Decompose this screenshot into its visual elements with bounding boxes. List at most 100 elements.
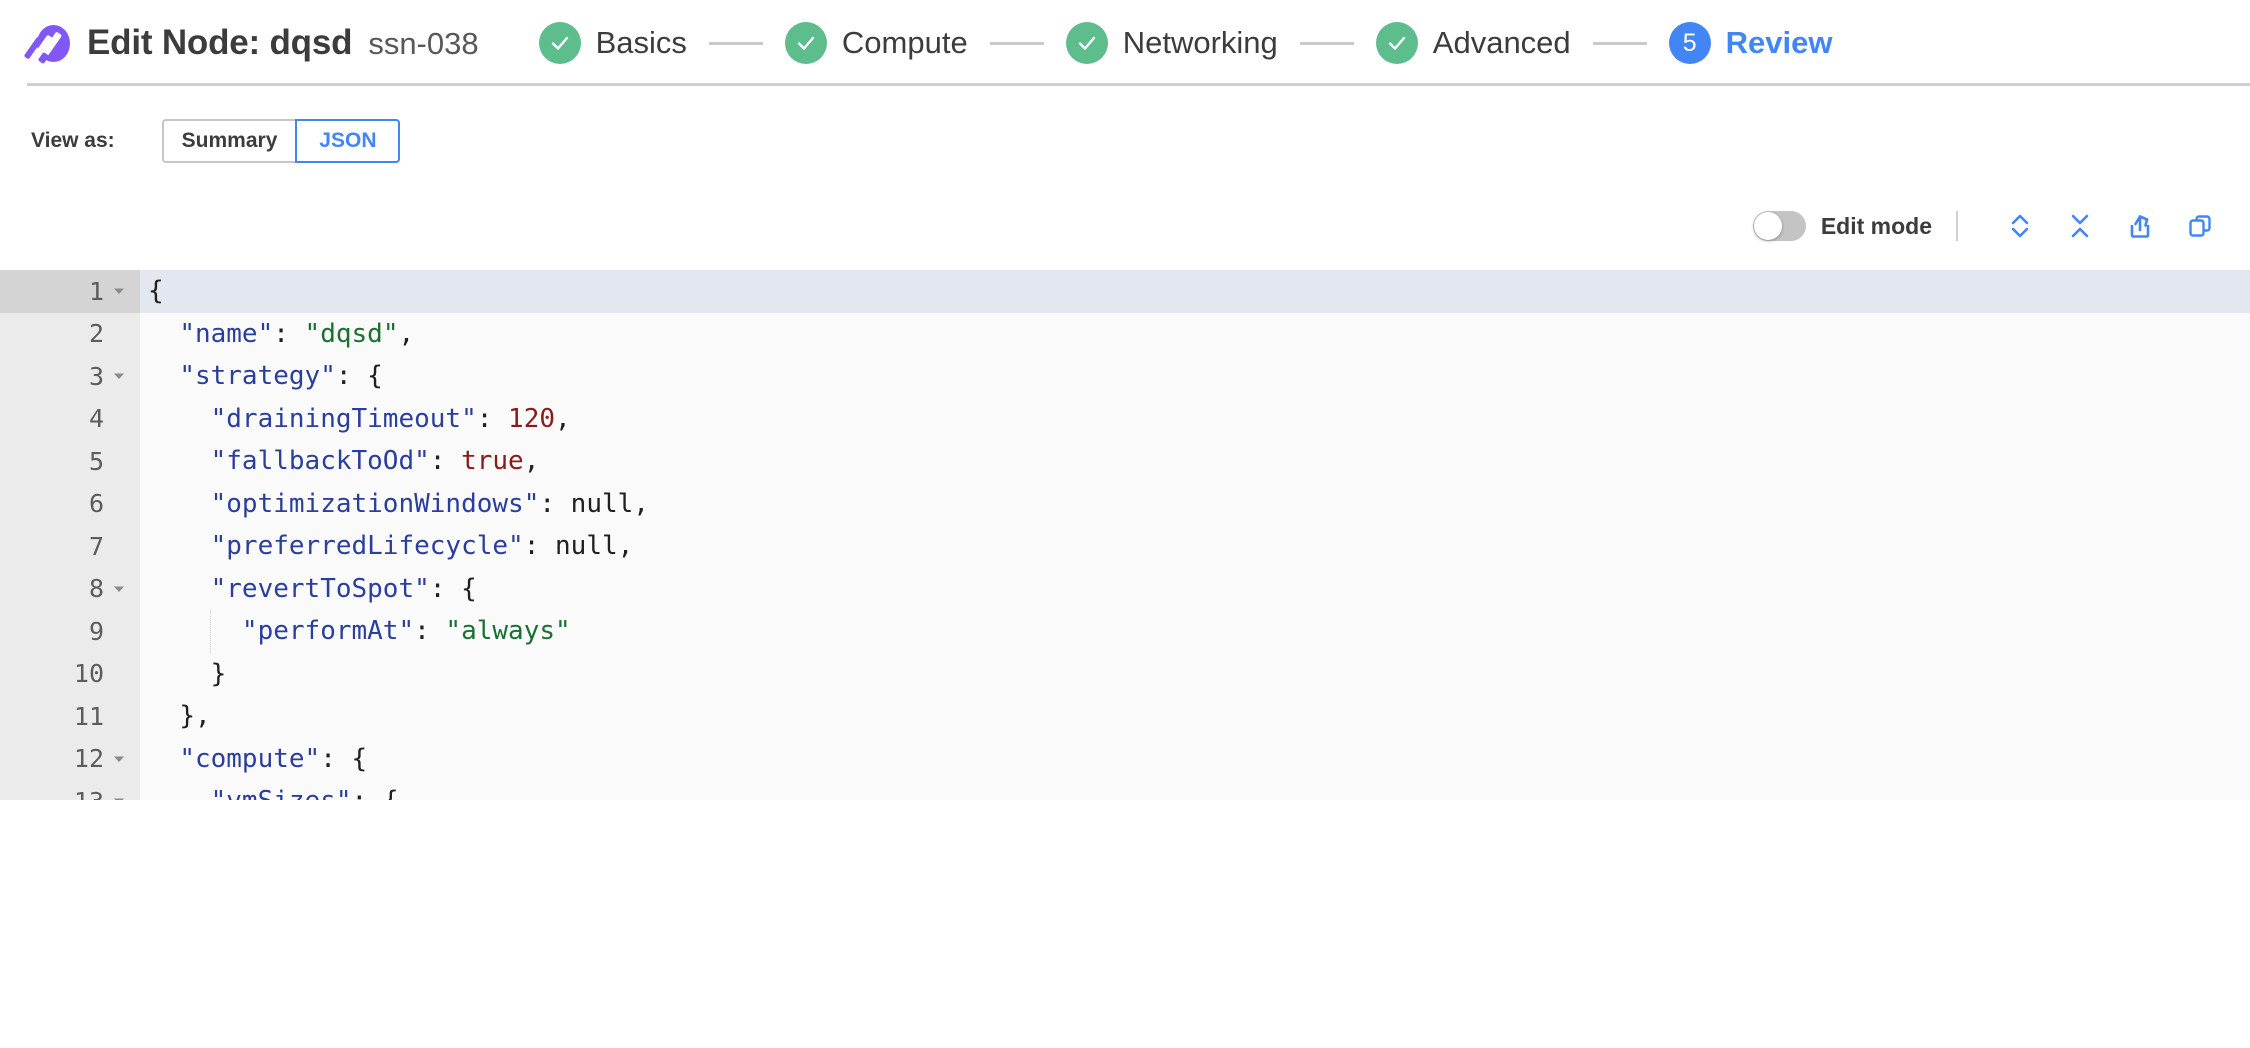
code-line[interactable]: 12 "compute": { — [0, 737, 2250, 781]
json-token-num: 120 — [508, 403, 556, 434]
code-line-text[interactable]: "compute": { — [140, 738, 2250, 781]
view-as-row: View as: Summary JSON — [0, 86, 2250, 163]
json-token-key: "revertToSpot" — [210, 573, 430, 604]
json-token-plain — [148, 661, 211, 687]
page-title: Edit Node: dqsd ssn-038 — [87, 23, 479, 63]
code-line[interactable]: 11 }, — [0, 695, 2250, 738]
json-token-plain — [148, 321, 179, 347]
edit-mode-toggle-knob — [1753, 212, 1782, 240]
copy-button[interactable] — [2178, 207, 2222, 245]
code-line[interactable]: 5 "fallbackToOd": true, — [0, 440, 2250, 483]
step-connector-2 — [989, 41, 1044, 45]
json-token-punct: : — [539, 488, 571, 519]
step-review-label: Review — [1725, 25, 1833, 60]
check-icon — [551, 36, 568, 50]
json-token-punct: , — [398, 318, 415, 349]
line-number: 1 — [88, 276, 104, 306]
json-token-plain — [148, 533, 211, 559]
json-token-punct: } — [210, 658, 227, 689]
step-advanced-badge — [1375, 22, 1418, 64]
view-as-json-button[interactable]: JSON — [295, 118, 401, 163]
code-line[interactable]: 1{ — [0, 270, 2250, 313]
export-icon — [2130, 215, 2150, 238]
export-button[interactable] — [2118, 207, 2162, 245]
json-token-key: "fallbackToOd" — [210, 446, 430, 477]
step-networking[interactable]: Networking — [1065, 22, 1278, 64]
page-title-text: Edit Node: dqsd — [87, 23, 353, 62]
line-number-gutter: 7 — [0, 525, 140, 568]
json-token-key: "performAt" — [241, 616, 415, 647]
expand-all-button[interactable] — [1998, 207, 2042, 245]
code-line[interactable]: 6 "optimizationWindows": null, — [0, 482, 2250, 526]
line-number: 7 — [88, 531, 104, 561]
json-token-punct: : { — [320, 743, 368, 774]
fold-toggle-icon[interactable] — [108, 582, 130, 596]
json-code-editor[interactable]: 1{2 "name": "dqsd",3 "strategy": {4 "dra… — [0, 270, 2250, 800]
fold-toggle-icon[interactable] — [108, 794, 130, 800]
collapse-all-icon — [2071, 214, 2089, 238]
json-token-plain — [148, 703, 179, 729]
step-review-number: 5 — [1682, 28, 1697, 57]
code-line[interactable]: 10 } — [0, 652, 2250, 696]
edit-mode-toggle[interactable] — [1752, 211, 1806, 241]
json-token-plain — [148, 363, 179, 389]
code-line[interactable]: 4 "drainingTimeout": 120, — [0, 397, 2250, 441]
code-line[interactable]: 3 "strategy": { — [0, 355, 2250, 398]
json-token-punct: , — [617, 531, 634, 562]
toolbar-divider — [1956, 211, 1958, 241]
code-line-text[interactable]: "preferredLifecycle": null, — [140, 525, 2250, 568]
step-basics-badge — [538, 22, 581, 64]
json-token-punct: { — [148, 276, 164, 307]
code-line-text[interactable]: "revertToSpot": { — [140, 568, 2250, 611]
view-as-summary-button[interactable]: Summary — [161, 118, 298, 163]
json-token-punct: , — [523, 446, 540, 477]
step-compute-label: Compute — [841, 25, 968, 60]
code-line[interactable]: 9 "performAt": "always" — [0, 610, 2250, 653]
fold-toggle-icon[interactable] — [108, 369, 130, 383]
step-advanced-label: Advanced — [1432, 25, 1571, 60]
step-advanced[interactable]: Advanced — [1375, 22, 1571, 64]
step-review[interactable]: 5 Review — [1668, 22, 1833, 64]
json-token-key: "name" — [179, 318, 274, 349]
line-number: 8 — [88, 574, 104, 604]
step-networking-label: Networking — [1122, 25, 1278, 60]
code-line-text[interactable]: "name": "dqsd", — [140, 313, 2250, 356]
step-compute[interactable]: Compute — [784, 22, 968, 64]
code-line-text[interactable]: "strategy": { — [140, 355, 2250, 398]
fold-toggle-icon[interactable] — [108, 284, 130, 298]
line-number: 13 — [74, 789, 104, 800]
code-line[interactable]: 13 "vmSizes": { — [0, 780, 2250, 800]
code-line[interactable]: 8 "revertToSpot": { — [0, 567, 2250, 611]
step-basics-label: Basics — [595, 25, 687, 60]
line-number-gutter: 8 — [0, 567, 140, 610]
spot-logo-icon — [23, 21, 71, 65]
view-as-label: View as: — [31, 128, 115, 152]
json-token-str: "dqsd" — [304, 318, 399, 349]
code-line-text[interactable]: "optimizationWindows": null, — [140, 483, 2250, 526]
code-line-text[interactable]: { — [140, 270, 2250, 313]
line-number-gutter: 1 — [0, 270, 140, 313]
fold-toggle-icon[interactable] — [108, 752, 130, 766]
code-line-text[interactable]: "vmSizes": { — [140, 780, 2250, 800]
collapse-all-button[interactable] — [2058, 207, 2102, 245]
json-token-plain — [148, 746, 179, 772]
check-icon — [797, 36, 815, 50]
json-token-plain — [148, 788, 211, 800]
code-line-text[interactable]: "drainingTimeout": 120, — [140, 398, 2250, 441]
json-token-key: "drainingTimeout" — [210, 403, 477, 434]
code-line-text[interactable]: "performAt": "always" — [140, 610, 2250, 653]
code-line-text[interactable]: }, — [140, 695, 2250, 738]
line-number: 4 — [88, 404, 104, 434]
json-token-punct: , — [555, 403, 571, 434]
code-line-text[interactable]: "fallbackToOd": true, — [140, 440, 2250, 483]
json-token-punct: : { — [335, 361, 383, 392]
line-number: 9 — [88, 616, 104, 646]
step-basics[interactable]: Basics — [538, 22, 687, 64]
code-line-text[interactable]: } — [140, 653, 2250, 696]
copy-icon — [2189, 215, 2211, 237]
json-token-key: "strategy" — [179, 361, 336, 392]
code-line[interactable]: 2 "name": "dqsd", — [0, 312, 2250, 356]
code-line[interactable]: 7 "preferredLifecycle": null, — [0, 525, 2250, 568]
line-number: 2 — [88, 319, 104, 349]
line-number-gutter: 3 — [0, 355, 140, 398]
